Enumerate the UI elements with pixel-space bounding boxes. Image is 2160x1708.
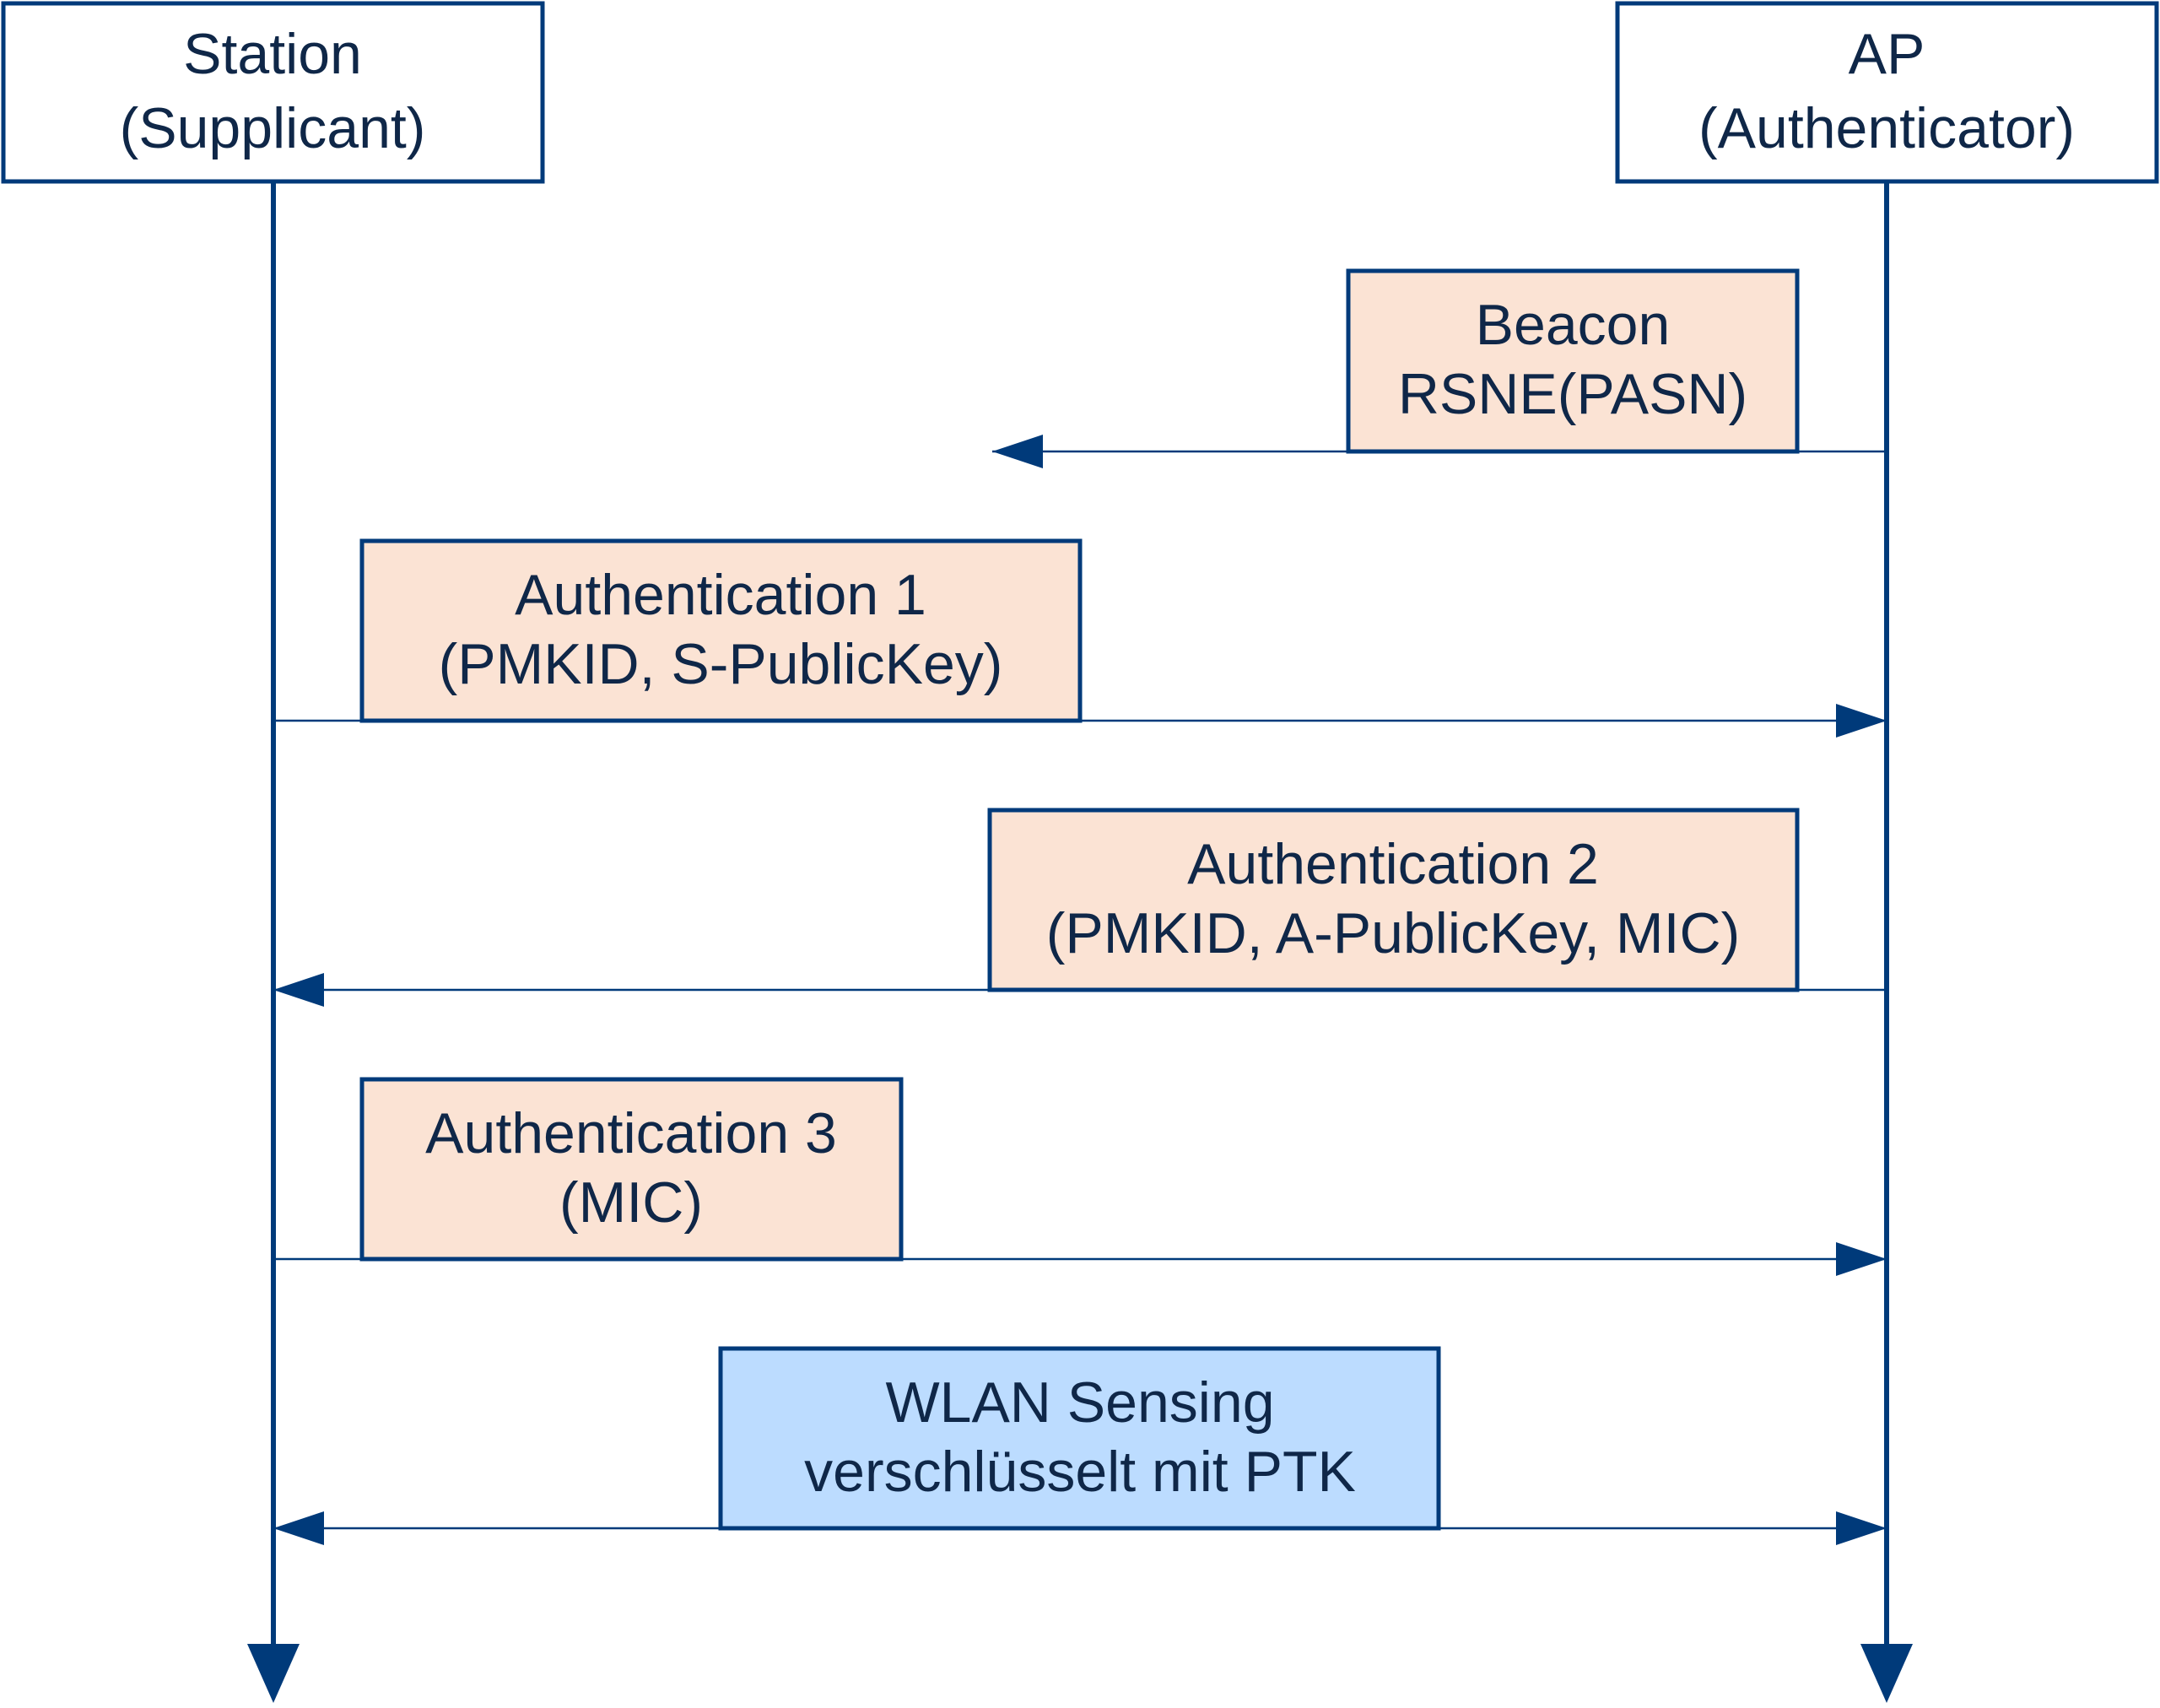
actor-station: Station (Supplicant) — [1, 1, 545, 184]
actor-ap-box — [1615, 1, 2159, 184]
message-beacon: Beacon RSNE(PASN) — [992, 268, 1887, 468]
message-authentication-1-box — [359, 538, 1083, 723]
actor-ap-role: (Authenticator) — [1698, 96, 2075, 160]
message-wlan-sensing: WLAN Sensing verschlüsselt mit PTK — [273, 1346, 1887, 1545]
actor-station-role: (Supplicant) — [120, 96, 426, 160]
actor-ap: AP (Authenticator) — [1615, 1, 2159, 184]
message-authentication-2-detail: (PMKID, A-PublicKey, MIC) — [1046, 901, 1740, 965]
message-beacon-box — [1346, 268, 1800, 454]
message-beacon-detail: RSNE(PASN) — [1398, 362, 1747, 426]
message-beacon-title: Beacon — [1476, 293, 1671, 357]
ap-lifeline-arrowhead — [1860, 1644, 1913, 1703]
message-authentication-1-title: Authentication 1 — [515, 563, 926, 627]
actor-station-name: Station — [183, 22, 362, 86]
message-authentication-3-detail: (MIC) — [559, 1170, 703, 1235]
actor-station-box — [1, 1, 545, 184]
actor-ap-name: AP — [1849, 22, 1925, 86]
message-authentication-1-detail: (PMKID, S-PublicKey) — [439, 632, 1003, 696]
message-authentication-2-title: Authentication 2 — [1187, 832, 1599, 896]
message-authentication-1: Authentication 1 (PMKID, S-PublicKey) — [273, 538, 1887, 738]
message-authentication-2-box — [987, 808, 1800, 992]
message-wlan-sensing-box — [718, 1346, 1441, 1531]
message-authentication-3-title: Authentication 3 — [425, 1101, 837, 1165]
station-lifeline-arrowhead — [247, 1644, 300, 1703]
message-wlan-sensing-title: WLAN Sensing — [885, 1370, 1274, 1435]
message-authentication-3: Authentication 3 (MIC) — [273, 1077, 1887, 1276]
message-wlan-sensing-detail: verschlüsselt mit PTK — [804, 1440, 1356, 1504]
message-authentication-2: Authentication 2 (PMKID, A-PublicKey, MI… — [273, 808, 1887, 1007]
message-authentication-3-box — [359, 1077, 904, 1262]
